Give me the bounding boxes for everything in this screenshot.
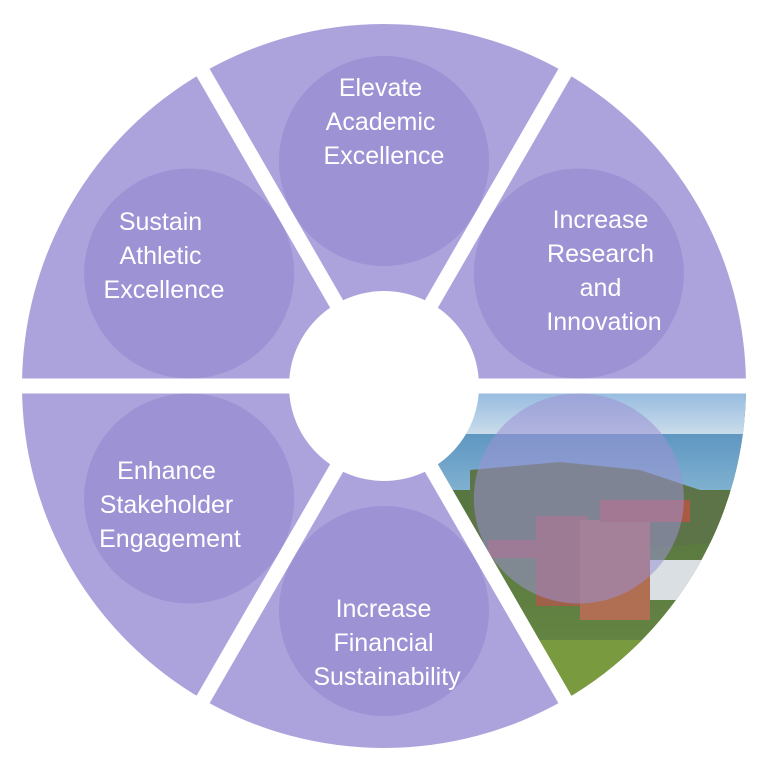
segment-label-increase-financial-sustainability: Increase Financial Sustainability [313, 595, 461, 691]
segment-label-sustain-athletic-excellence: Sustain Athletic Excellence [104, 208, 225, 304]
segment-label-elevate-academic-excellence: Elevate Academic Excellence [324, 74, 445, 170]
segment-label-increase-research-and-innovation: Increase Research and Innovation [546, 206, 661, 336]
center-hole [289, 291, 479, 481]
segment-label-enhance-stakeholder-engagement: Enhance Stakeholder Engagement [99, 457, 241, 553]
